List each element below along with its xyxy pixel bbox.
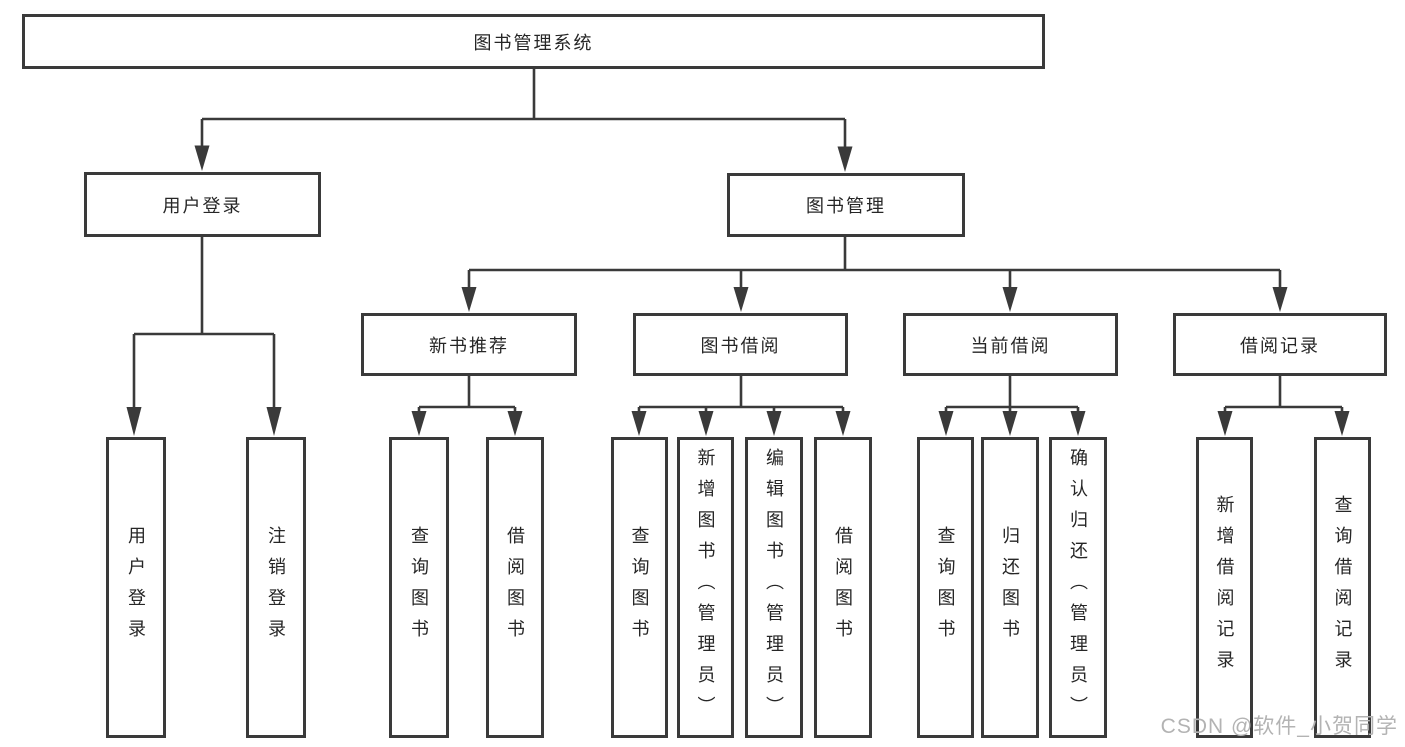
node-user-login: 用户登录 bbox=[84, 172, 321, 237]
connector-book-borrow-split bbox=[631, 376, 851, 436]
node-user-login-label: 用户登录 bbox=[162, 195, 243, 216]
connector-new-book-recommend-split bbox=[411, 376, 523, 436]
csdn-watermark: CSDN @软件_小贺同学 bbox=[1160, 715, 1398, 738]
leaf-query-borrow-record-label: 查询借阅记录 bbox=[1332, 494, 1353, 681]
node-new-book-recommend: 新书推荐 bbox=[361, 313, 577, 376]
leaf-query-books-recommend-label: 查询图书 bbox=[409, 525, 429, 650]
leaf-user-login: 用户登录 bbox=[106, 437, 166, 738]
leaf-borrow-books-borrow-label: 借阅图书 bbox=[833, 525, 853, 650]
leaf-confirm-return-admin-label: 确认归还（管理员） bbox=[1068, 448, 1088, 727]
leaf-add-borrow-record-label: 新增借阅记录 bbox=[1214, 494, 1235, 681]
node-root-label: 图书管理系统 bbox=[473, 32, 594, 53]
leaf-add-books-admin-label: 新增图书（管理员） bbox=[695, 448, 716, 727]
leaf-query-books-borrow: 查询图书 bbox=[611, 437, 668, 738]
leaf-borrow-books-borrow: 借阅图书 bbox=[814, 437, 872, 738]
leaf-edit-books-admin: 编辑图书（管理员） bbox=[745, 437, 803, 738]
node-book-management-label: 图书管理 bbox=[806, 196, 886, 216]
node-borrow-records-label: 借阅记录 bbox=[1240, 335, 1320, 356]
node-book-management: 图书管理 bbox=[727, 173, 965, 237]
leaf-logout-label: 注销登录 bbox=[266, 525, 286, 650]
leaf-query-books-current-label: 查询图书 bbox=[935, 525, 956, 650]
leaf-query-borrow-record: 查询借阅记录 bbox=[1314, 437, 1371, 738]
node-current-borrow-label: 当前借阅 bbox=[970, 335, 1051, 356]
leaf-confirm-return-admin: 确认归还（管理员） bbox=[1049, 437, 1107, 738]
connector-borrow-records-split bbox=[1217, 376, 1350, 436]
leaf-query-books-borrow-label: 查询图书 bbox=[629, 525, 650, 650]
node-root: 图书管理系统 bbox=[22, 14, 1045, 69]
node-book-borrow: 图书借阅 bbox=[633, 313, 848, 376]
leaf-query-books-current: 查询图书 bbox=[917, 437, 974, 738]
leaf-borrow-books-recommend: 借阅图书 bbox=[486, 437, 544, 738]
leaf-borrow-books-recommend-label: 借阅图书 bbox=[505, 525, 525, 650]
leaf-return-books: 归还图书 bbox=[981, 437, 1039, 738]
leaf-return-books-label: 归还图书 bbox=[1000, 525, 1020, 650]
leaf-query-books-recommend: 查询图书 bbox=[389, 437, 449, 738]
leaf-logout: 注销登录 bbox=[246, 437, 306, 738]
leaf-add-borrow-record: 新增借阅记录 bbox=[1196, 437, 1253, 738]
node-book-borrow-label: 图书借阅 bbox=[700, 335, 781, 356]
connector-user-login-split bbox=[126, 237, 282, 436]
node-borrow-records: 借阅记录 bbox=[1173, 313, 1387, 376]
connector-current-borrow-split bbox=[938, 376, 1086, 436]
connector-root-split bbox=[194, 69, 853, 172]
leaf-edit-books-admin-label: 编辑图书（管理员） bbox=[764, 448, 784, 727]
node-current-borrow: 当前借阅 bbox=[903, 313, 1118, 376]
connector-book-management-split bbox=[461, 237, 1288, 312]
leaf-add-books-admin: 新增图书（管理员） bbox=[677, 437, 734, 738]
node-new-book-recommend-label: 新书推荐 bbox=[429, 335, 509, 356]
leaf-user-login-label: 用户登录 bbox=[126, 525, 146, 650]
